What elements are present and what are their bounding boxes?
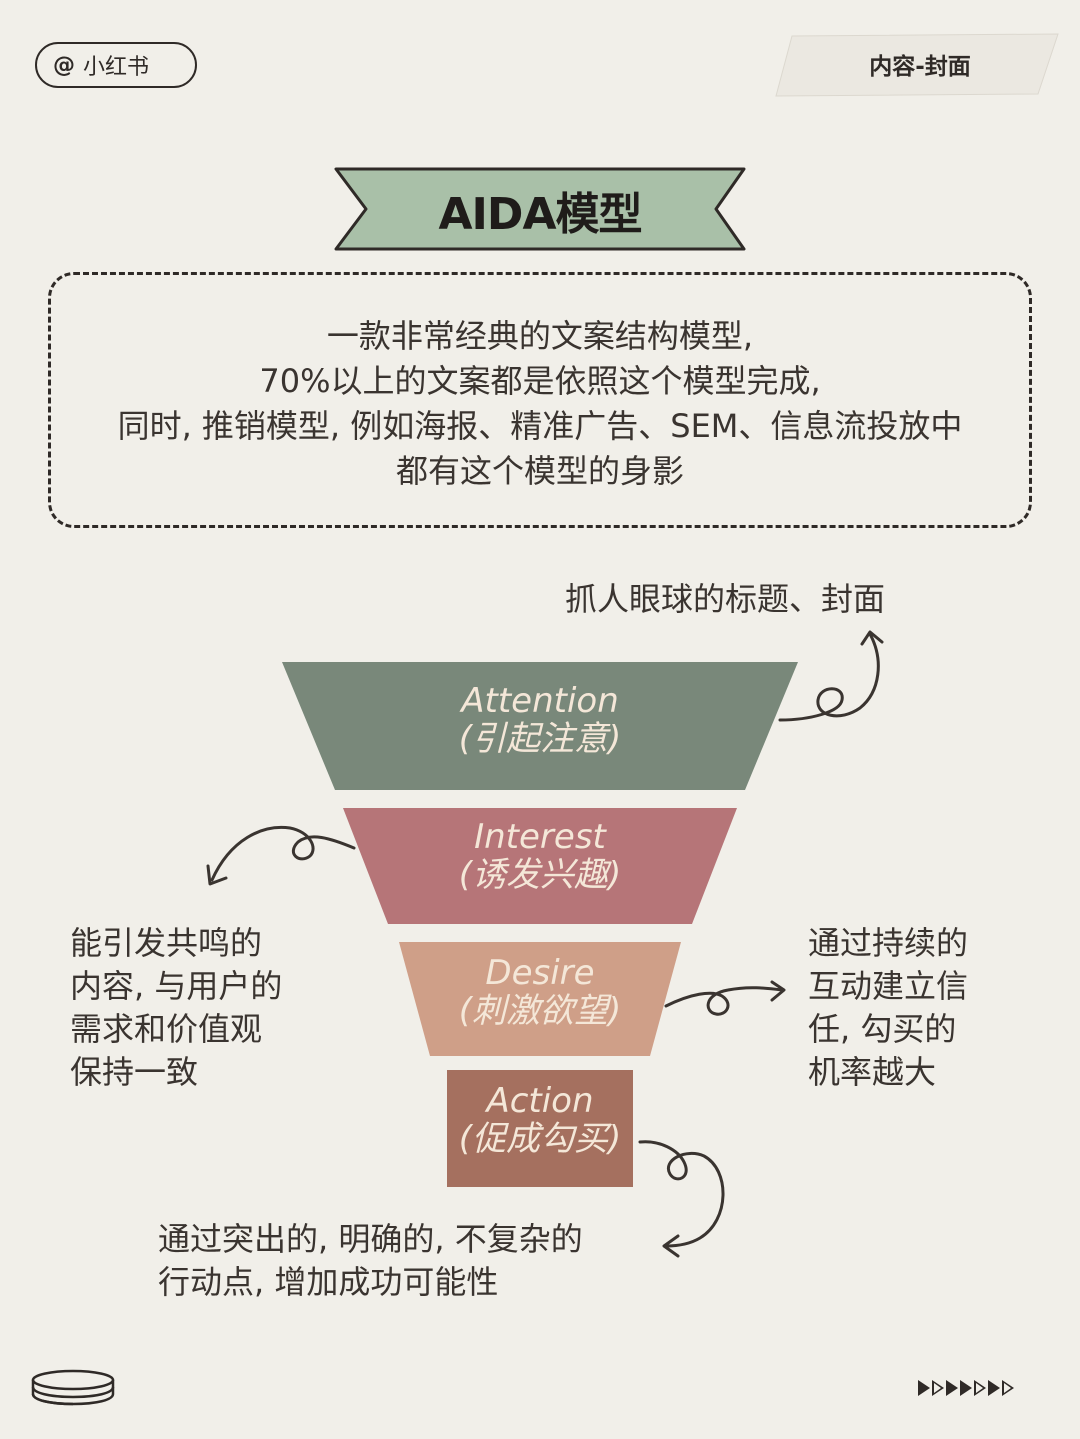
arrowhead-attention: [860, 630, 884, 646]
arrow-outline-icon: [932, 1380, 944, 1396]
stage-name-en: Desire: [485, 953, 595, 993]
callout-attention: 抓人眼球的标题、封面: [565, 580, 886, 618]
curly-arrow-desire: [664, 986, 784, 1016]
arrow-outline-icon: [1002, 1380, 1014, 1396]
arrow-outline-icon: [974, 1380, 986, 1396]
funnel-stage-desire: [399, 942, 681, 1056]
stage-name-cn: (诱发兴趣): [458, 855, 622, 895]
next-arrows-icon[interactable]: [918, 1380, 1014, 1396]
curly-arrow-interest: [210, 825, 356, 882]
description-line: 都有这个模型的身影: [395, 452, 684, 490]
arrow-filled-icon: [960, 1380, 972, 1396]
arrowhead-interest: [206, 864, 228, 886]
page-title: AIDA模型: [438, 189, 643, 240]
arrow-filled-icon: [918, 1380, 930, 1396]
arrow-filled-icon: [946, 1380, 958, 1396]
arrowhead-desire: [770, 980, 786, 1002]
callout-desire: 通过持续的互动建立信任, 勾买的机率越大: [808, 924, 969, 1091]
coin-stack-icon: [31, 1369, 115, 1406]
funnel-stage-attention: [282, 662, 798, 790]
handle-name: 小红书: [83, 55, 150, 80]
stage-name-cn: (刺激欲望): [458, 991, 622, 1031]
callout-interest: 能引发共鸣的内容, 与用户的需求和价值观保持一致: [70, 924, 283, 1091]
description-line: 同时, 推销模型, 例如海报、精准广告、SEM、信息流投放中: [117, 407, 963, 445]
stage-name-en: Action: [486, 1081, 594, 1121]
funnel-label-attention: Attention (引起注意): [420, 682, 660, 758]
description-line: 一款非常经典的文案结构模型,: [326, 317, 754, 355]
arrowhead-action: [662, 1234, 680, 1258]
tag-background: [775, 33, 1059, 97]
stage-name-en: Interest: [474, 817, 606, 857]
stage-name-cn: (引起注意): [458, 719, 622, 759]
title-ribbon: [334, 167, 746, 251]
funnel-stage-action: [447, 1070, 633, 1187]
callout-action: 通过突出的, 明确的, 不复杂的行动点, 增加成功可能性: [158, 1220, 583, 1301]
funnel-stage-interest: [343, 808, 737, 924]
funnel-label-desire: Desire (刺激欲望): [420, 954, 660, 1030]
funnel-label-action: Action (促成勾买): [420, 1082, 660, 1158]
stage-name-en: Attention: [461, 681, 619, 721]
handle-pill[interactable]: @ 小红书: [35, 42, 197, 88]
funnel-label-interest: Interest (诱发兴趣): [420, 818, 660, 894]
arrow-filled-icon: [988, 1380, 1000, 1396]
at-icon: @: [53, 52, 75, 78]
description-line: 70%以上的文案都是依照这个模型完成,: [259, 362, 821, 400]
description-box: 一款非常经典的文案结构模型, 70%以上的文案都是依照这个模型完成, 同时, 推…: [48, 272, 1032, 528]
stage-name-cn: (促成勾买): [458, 1119, 622, 1159]
curly-arrow-action: [638, 1140, 725, 1248]
curly-arrow-attention: [778, 632, 880, 722]
section-tag: 内容-封面: [869, 54, 971, 80]
